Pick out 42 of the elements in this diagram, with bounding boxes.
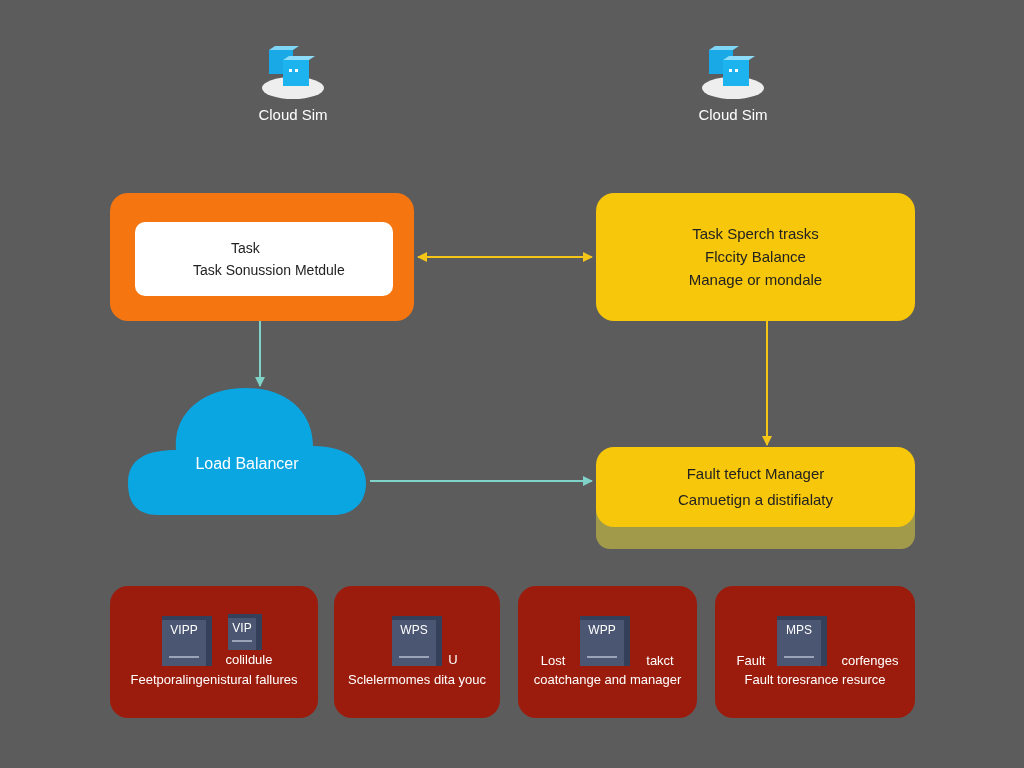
- arrow: [369, 476, 593, 486]
- cube-label: VIP: [232, 622, 252, 634]
- icon-caption: Cloud Sim: [258, 105, 328, 125]
- server-cube: [392, 616, 442, 666]
- box-text: Manage or mondale: [688, 271, 823, 289]
- card-text: Fault toresrance resurce: [743, 672, 887, 688]
- card-text: Feetporalingenistural fallures: [129, 672, 299, 688]
- box-text: Camuetign a distifialaty: [677, 491, 834, 509]
- card-text: takct: [645, 653, 675, 669]
- card-text: Lost: [539, 653, 567, 669]
- cloud-label: Load Balancer: [194, 454, 300, 474]
- cube-label: MPS: [786, 624, 812, 636]
- arrow: [255, 320, 265, 387]
- cube-label: WPP: [588, 624, 616, 636]
- card-text: colildule: [224, 652, 274, 668]
- module-title: Task: [230, 241, 261, 255]
- module-panel: [110, 193, 414, 321]
- server-cube: [580, 616, 630, 666]
- process-box: [596, 193, 915, 321]
- server-cube: [777, 616, 827, 666]
- card-text: Fault: [735, 653, 767, 669]
- arrow: [762, 320, 772, 446]
- box-text: Fault tefuct Manager: [686, 465, 825, 483]
- server-cube: [162, 616, 212, 666]
- module-box: [135, 222, 393, 296]
- card-text: U: [447, 652, 459, 668]
- card-text: Sclelermomes dita youc: [347, 672, 487, 688]
- card-text: corfenges: [840, 653, 900, 669]
- card-text: coatchange and manager: [532, 672, 683, 688]
- cube-label: VIPP: [170, 624, 198, 636]
- box-text: Task Sperch trasks: [692, 225, 819, 243]
- module-text: Task Sonussion Metdule: [193, 263, 346, 277]
- cube-label: WPS: [400, 624, 428, 636]
- component-card: [334, 586, 500, 718]
- icon-caption: Cloud Sim: [698, 105, 768, 125]
- box-text: Flccity Balance: [705, 248, 806, 266]
- arrow: [417, 252, 593, 262]
- manager-box: [596, 447, 915, 527]
- server-cube: [228, 614, 262, 650]
- component-card: [110, 586, 318, 718]
- component-card: [518, 586, 697, 718]
- component-card: [715, 586, 915, 718]
